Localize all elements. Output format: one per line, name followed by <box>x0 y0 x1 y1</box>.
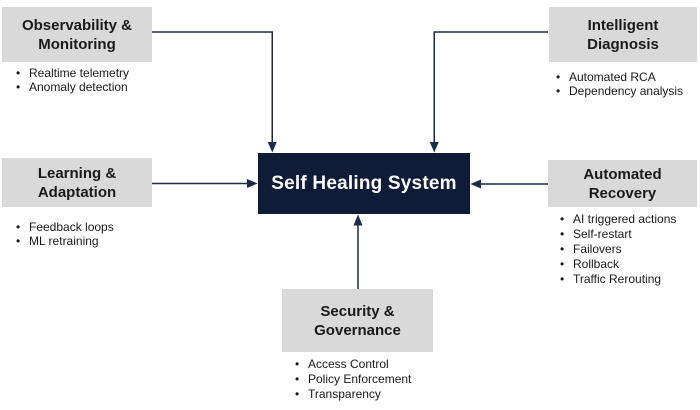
arrow-diagnosis-to-center <box>429 31 548 153</box>
node-automated-recovery: Automated Recovery <box>548 160 697 207</box>
node-learning-bullets: Feedback loops ML retraining <box>13 220 183 248</box>
arrow-learning-to-center <box>152 179 258 188</box>
arrow-security-to-center <box>353 214 363 289</box>
node-intelligent-diagnosis: Intelligent Diagnosis <box>549 7 697 62</box>
node-learning-adaptation: Learning & Adaptation <box>2 158 152 207</box>
bullet-item: Feedback loops <box>13 220 183 234</box>
node-diagnosis-bullets: Automated RCA Dependency analysis <box>553 70 699 98</box>
node-observability-monitoring: Observability & Monitoring <box>2 7 152 62</box>
bullet-item: Automated RCA <box>553 70 699 84</box>
node-title: Observability & Monitoring <box>21 16 133 53</box>
center-node-self-healing-system: Self Healing System <box>258 153 470 214</box>
bullet-item: Realtime telemetry <box>13 66 183 80</box>
node-security-bullets: Access Control Policy Enforcement Transp… <box>292 357 452 402</box>
bullet-item: Self-restart <box>557 227 700 242</box>
center-node-label: Self Healing System <box>271 172 457 194</box>
bullet-item: Policy Enforcement <box>292 372 452 387</box>
bullet-item: Rollback <box>557 257 700 272</box>
bullet-item: Traffic Rerouting <box>557 272 700 287</box>
node-title: Intelligent Diagnosis <box>587 16 659 53</box>
node-title: Automated Recovery <box>583 165 662 202</box>
bullet-item: Failovers <box>557 242 700 257</box>
arrow-recovery-to-center <box>470 179 548 189</box>
node-security-governance: Security & Governance <box>282 289 433 352</box>
bullet-item: Dependency analysis <box>553 84 699 98</box>
bullet-item: Anomaly detection <box>13 80 183 94</box>
node-title: Security & Governance <box>314 302 401 339</box>
bullet-item: AI triggered actions <box>557 212 700 227</box>
bullet-item: Access Control <box>292 357 452 372</box>
bullet-item: ML retraining <box>13 234 183 248</box>
bullet-item: Transparency <box>292 387 452 402</box>
node-title: Learning & Adaptation <box>37 164 117 201</box>
node-recovery-bullets: AI triggered actions Self-restart Failov… <box>557 212 700 287</box>
node-observability-bullets: Realtime telemetry Anomaly detection <box>13 66 183 94</box>
